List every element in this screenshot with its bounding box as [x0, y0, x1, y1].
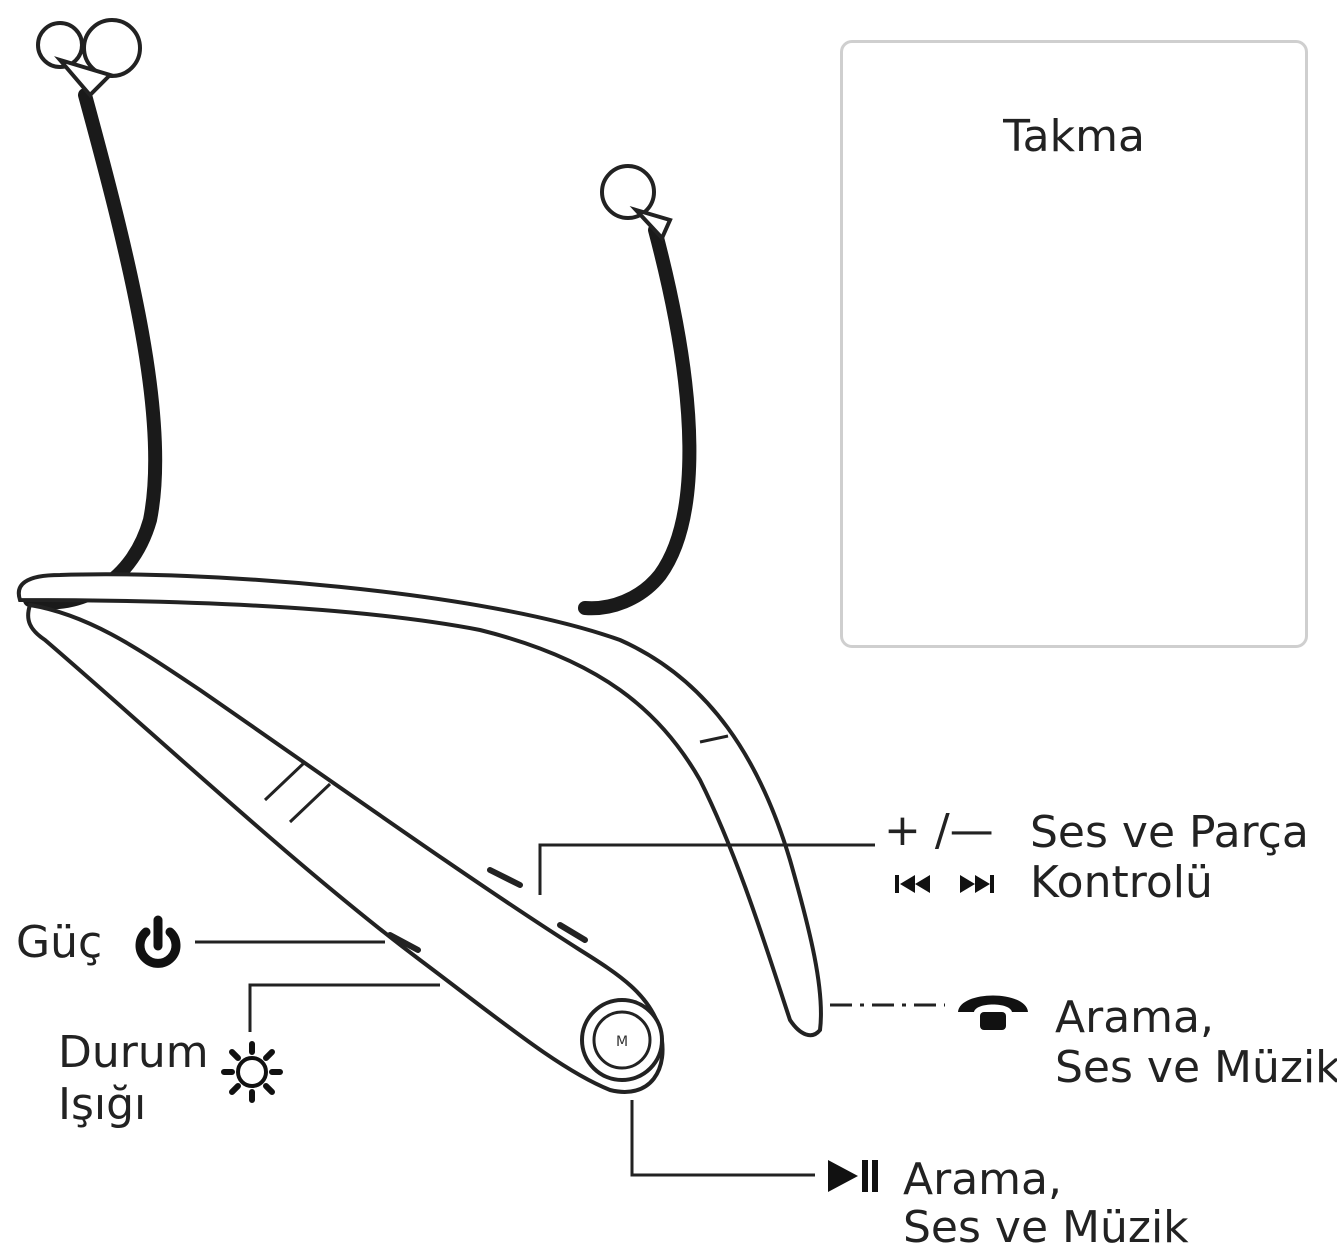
neckband-control-arm: [26, 602, 665, 1094]
right-earbud-cable: [578, 223, 697, 616]
leader-status: [248, 983, 440, 1032]
play-button-label-line1: Arama,: [903, 1154, 1062, 1205]
wearing-inset: Takma: [840, 40, 1308, 648]
volume-track-label-line1: Ses ve Parça: [1030, 807, 1309, 858]
left-earbud-cable: [23, 88, 163, 610]
status-light-label-line1: Durum: [58, 1027, 209, 1078]
call-button-label-line1: Arama,: [1055, 992, 1214, 1043]
play-pause-icon: [828, 1160, 878, 1192]
volume-track-label-line2: Kontrolü: [1030, 857, 1213, 908]
phone-icon: [958, 995, 1028, 1030]
svg-text:M: M: [616, 1034, 628, 1050]
power-icon: [135, 915, 181, 968]
leader-volume-track: [538, 843, 875, 895]
volume-symbols: + /—: [884, 805, 994, 856]
track-icon: [895, 875, 994, 893]
leader-play: [630, 1100, 815, 1177]
status-light-icon: [221, 1041, 283, 1103]
call-button-label-line2: Ses ve Müzik: [1055, 1042, 1337, 1093]
inset-title: Takma: [1003, 111, 1145, 162]
neckband-left-arm: [16, 572, 823, 1038]
left-earbud: [36, 18, 142, 98]
right-earbud: [600, 164, 673, 242]
power-label: Güç: [16, 917, 103, 968]
play-button-label-line2: Ses ve Müzik: [903, 1202, 1189, 1253]
status-light-label-line2: Işığı: [58, 1079, 147, 1130]
